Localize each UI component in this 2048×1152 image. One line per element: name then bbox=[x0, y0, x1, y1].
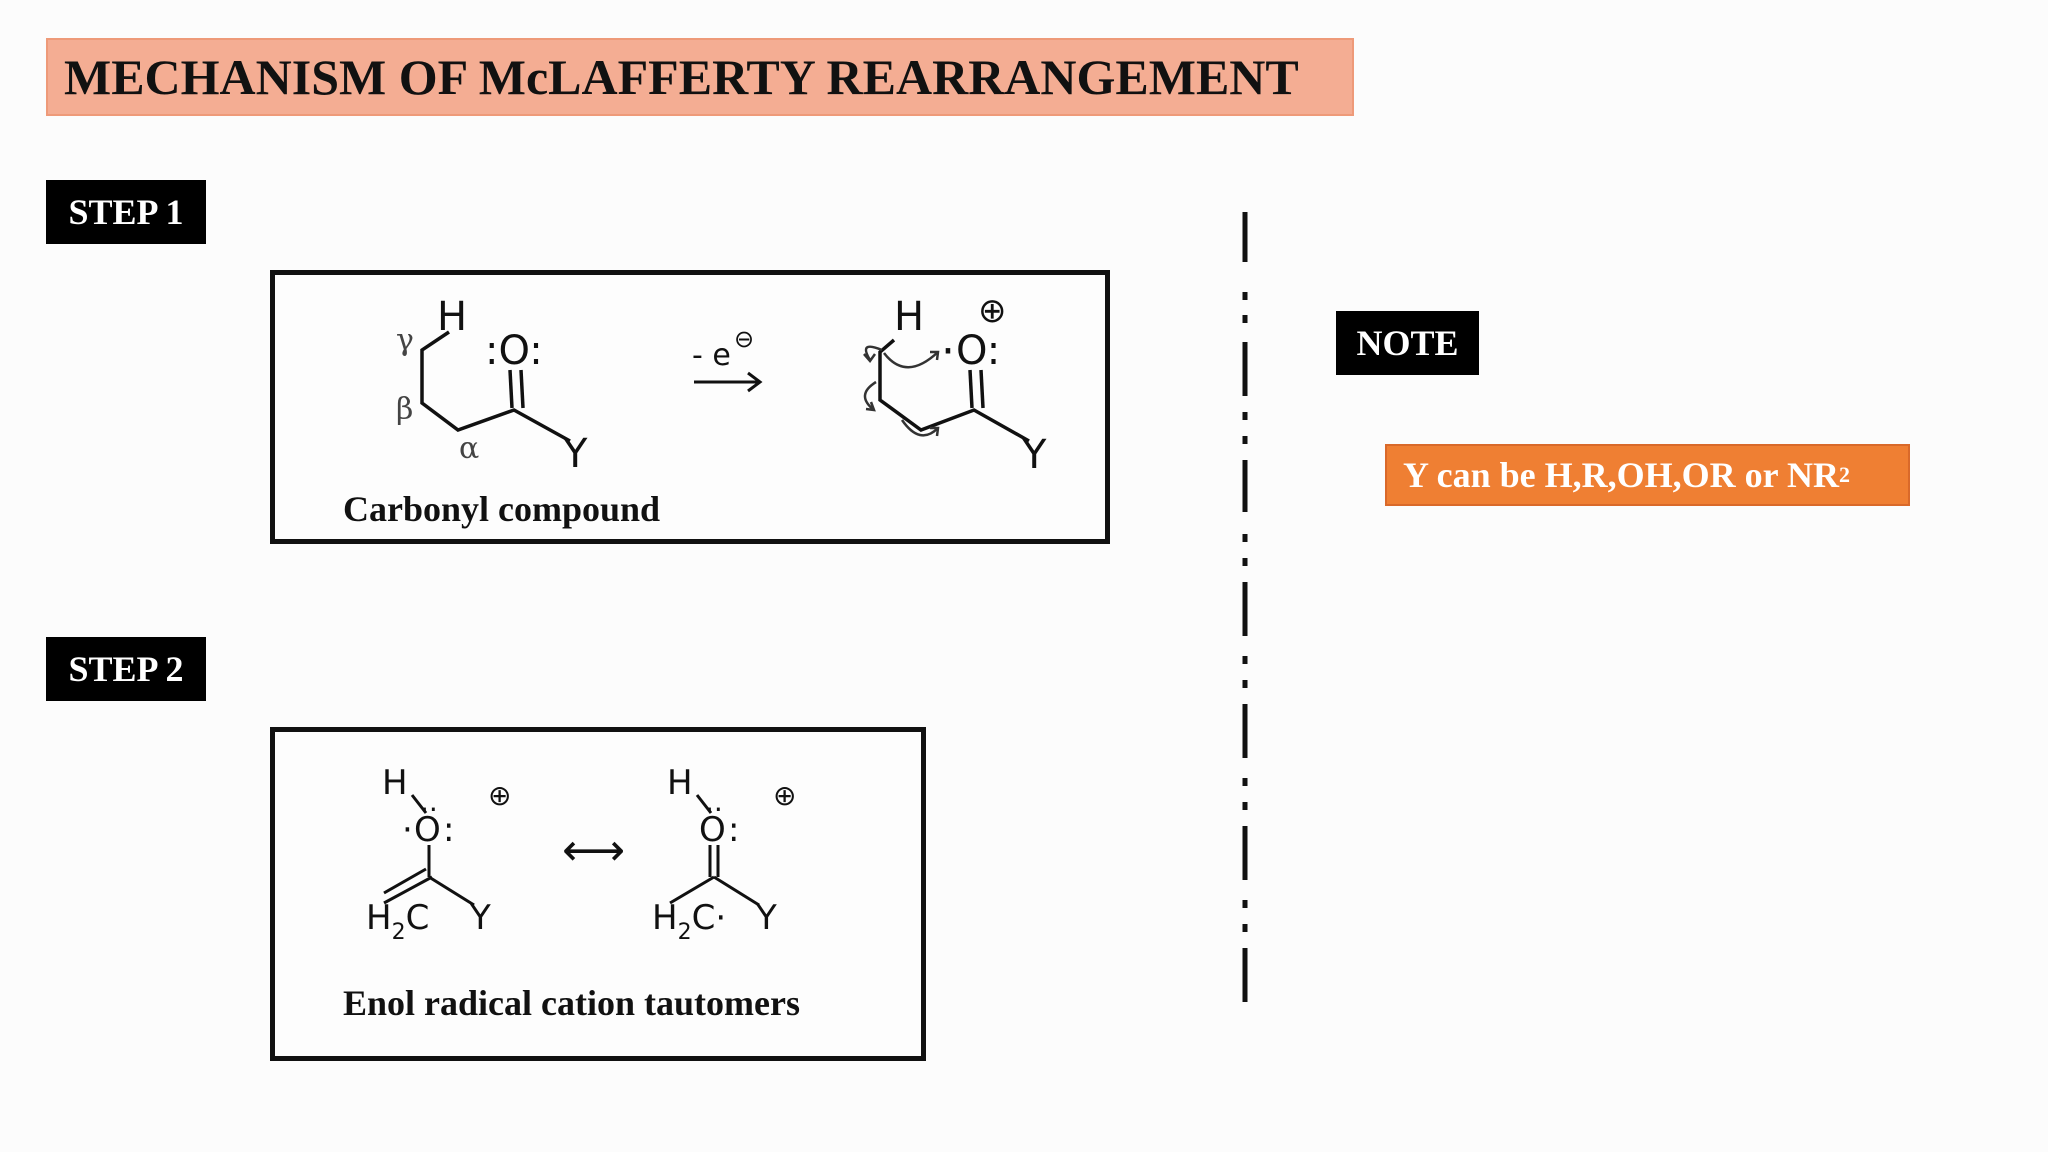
electron-charge-icon: ⊖ bbox=[734, 325, 754, 353]
positive-charge-icon: ⊕ bbox=[978, 291, 1007, 331]
reactant-y-atom: Y bbox=[562, 431, 588, 477]
step-2-label: STEP 2 bbox=[46, 637, 206, 701]
note-label: NOTE bbox=[1336, 311, 1479, 375]
enol-carbon-group: H2C bbox=[366, 898, 429, 945]
step-2-caption: Enol radical cation tautomers bbox=[343, 983, 800, 1023]
keto-carbon-group: H2C· bbox=[652, 898, 726, 945]
beta-label: β bbox=[396, 392, 413, 427]
step-1-reaction-diagram: H :O: Y γ β α - e ⊖ H · O: Y ⊕ bbox=[396, 291, 1047, 478]
page-title: MECHANISM OF McLAFFERTY REARRANGEMENT bbox=[46, 38, 1354, 116]
product-radical-dot: · bbox=[941, 326, 955, 377]
reagent-label: - e bbox=[692, 338, 731, 373]
reactant-o-atom: :O: bbox=[485, 328, 543, 374]
step-2-reaction-diagram: H · O : ·· ⊕ H2C Y ⟷ H O : ·· ⊕ H2C· Y bbox=[366, 763, 796, 945]
keto-h-atom: H bbox=[667, 763, 693, 803]
enol-o-atom: O bbox=[414, 810, 441, 850]
section-divider bbox=[1242, 212, 1248, 1002]
resonance-arrow: ⟷ bbox=[562, 825, 625, 876]
note-subscript: 2 bbox=[1839, 462, 1850, 487]
keto-lone-pair: : bbox=[728, 810, 739, 850]
keto-positive-charge-icon: ⊕ bbox=[773, 779, 796, 812]
keto-y-atom: Y bbox=[755, 898, 777, 938]
product-o-atom: O: bbox=[956, 328, 1000, 374]
enol-lone-pair: : bbox=[443, 810, 454, 850]
enol-radical-dot: · bbox=[402, 810, 413, 850]
alpha-label: α bbox=[459, 431, 479, 466]
step-1-reaction-box bbox=[270, 270, 1110, 544]
product-h-atom: H bbox=[894, 294, 924, 340]
enol-h-atom: H bbox=[382, 763, 408, 803]
reactant-skeleton bbox=[420, 330, 571, 443]
reactant-h-atom: H bbox=[437, 294, 467, 340]
enol-positive-charge-icon: ⊕ bbox=[488, 779, 511, 812]
keto-lone-pair-top: ·· bbox=[705, 793, 723, 826]
note-text: Y can be H,R,OH,OR or NR bbox=[1403, 455, 1839, 495]
enol-y-atom: Y bbox=[469, 898, 491, 938]
reaction-arrow bbox=[694, 371, 763, 393]
step-2-reaction-box bbox=[270, 727, 926, 1061]
product-skeleton bbox=[878, 338, 1030, 443]
gamma-label: γ bbox=[396, 323, 414, 358]
electron-arrows bbox=[863, 345, 940, 437]
keto-skeleton bbox=[669, 794, 760, 907]
step-1-label: STEP 1 bbox=[46, 180, 206, 244]
keto-o-atom: O bbox=[699, 810, 726, 850]
step-1-caption: Carbonyl compound bbox=[343, 489, 661, 529]
enol-skeleton bbox=[383, 794, 475, 907]
product-y-atom: Y bbox=[1021, 432, 1047, 478]
enol-lone-pair-top: ·· bbox=[420, 793, 438, 826]
